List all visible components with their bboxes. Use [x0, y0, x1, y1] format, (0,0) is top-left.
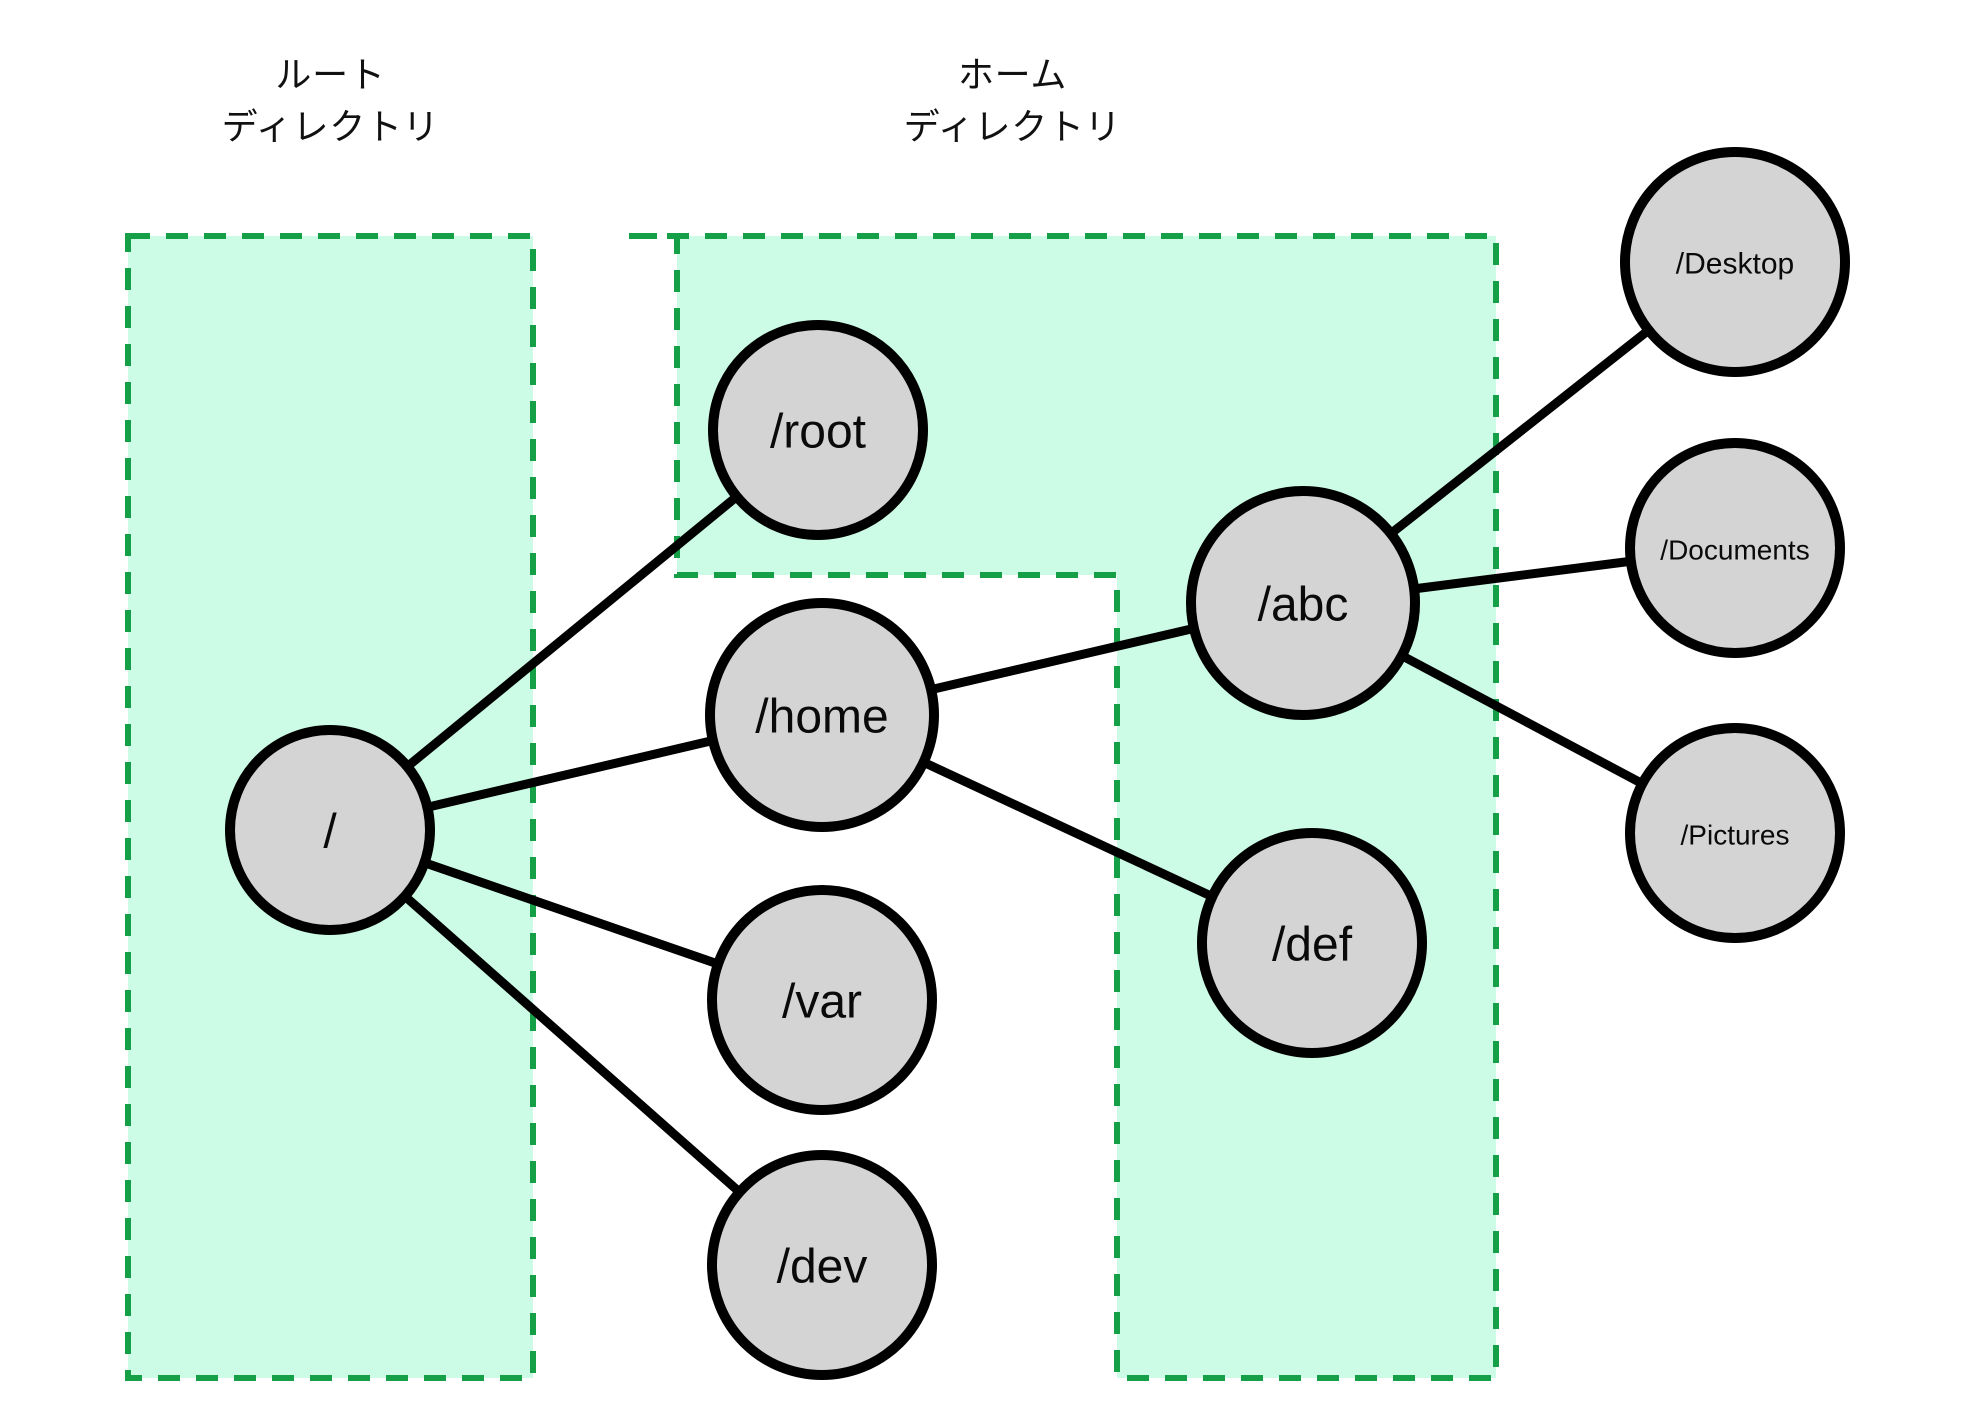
node-circle-slash-root[interactable] — [708, 320, 928, 540]
edge-abc-to-documents — [1407, 556, 1638, 595]
node-circle-desktop[interactable] — [1620, 147, 1850, 377]
edge-root-to-dev — [397, 888, 748, 1200]
node-abc[interactable]: /abc — [1186, 486, 1420, 720]
node-dev[interactable]: /dev — [707, 1150, 937, 1380]
node-documents[interactable]: /Documents — [1625, 438, 1845, 658]
edge-root-to-slashroot — [399, 489, 745, 774]
node-circle-dev[interactable] — [707, 1150, 937, 1380]
node-circle-documents[interactable] — [1625, 438, 1845, 658]
node-circle-abc[interactable] — [1186, 486, 1420, 720]
node-home[interactable]: /home — [705, 598, 939, 832]
node-label-desktop: /Desktop — [1676, 248, 1794, 281]
node-slash-root[interactable]: /root — [708, 320, 928, 540]
edge-abc-to-desktop — [1383, 322, 1657, 541]
node-circle-def[interactable] — [1197, 828, 1427, 1058]
node-label-var: /var — [782, 976, 862, 1029]
region-label-root-directory: ルート ディレクトリ — [221, 55, 440, 149]
edge-home-to-def — [916, 755, 1220, 904]
edge-home-to-abc — [924, 622, 1201, 696]
node-var[interactable]: /var — [707, 885, 937, 1115]
node-label-def: /def — [1272, 919, 1353, 972]
node-label-home: /home — [755, 691, 888, 744]
node-label-documents: /Documents — [1660, 535, 1809, 566]
edge-root-to-var — [417, 856, 726, 971]
region-label-home-directory: ホーム ディレクトリ — [903, 55, 1122, 149]
node-label-abc: /abc — [1258, 579, 1349, 632]
node-pictures[interactable]: /Pictures — [1625, 723, 1845, 943]
node-group: / /root/home/var/dev/abc/def/Desktop/Docu… — [225, 147, 1850, 1380]
node-desktop[interactable]: /Desktop — [1620, 147, 1850, 377]
node-circle-home[interactable] — [705, 598, 939, 832]
node-label-root: / — [323, 806, 337, 859]
node-root[interactable]: / — [225, 725, 435, 935]
node-label-slash-root: /root — [770, 406, 866, 459]
edge-abc-to-pictures — [1394, 648, 1650, 791]
node-def[interactable]: /def — [1197, 828, 1427, 1058]
node-circle-var[interactable] — [707, 885, 937, 1115]
edge-root-to-home — [420, 734, 720, 813]
edge-group — [397, 322, 1657, 1200]
node-circle-root[interactable] — [225, 725, 435, 935]
node-label-pictures: /Pictures — [1681, 820, 1790, 851]
node-circle-pictures[interactable] — [1625, 723, 1845, 943]
node-label-dev: /dev — [777, 1241, 868, 1294]
